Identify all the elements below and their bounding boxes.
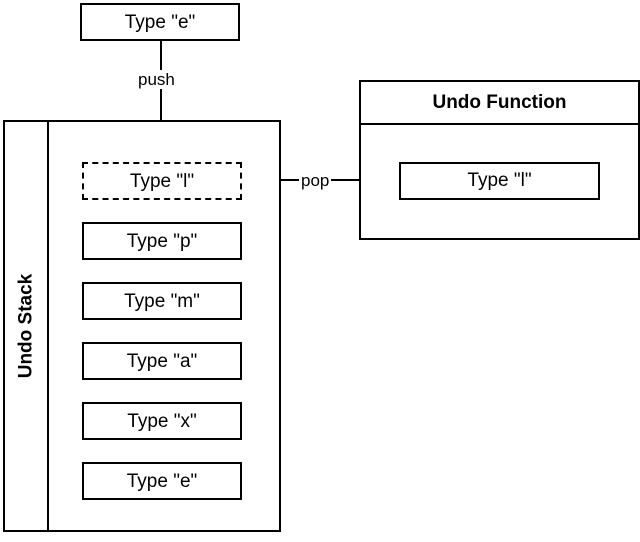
- undo-function-item[interactable]: Type "l": [399, 162, 600, 200]
- push-source-label: Type "e": [124, 11, 196, 33]
- undo-stack-item[interactable]: Type "p": [82, 222, 242, 260]
- undo-function-title: Undo Function: [361, 82, 638, 125]
- stack-item-label: Type "l": [129, 170, 195, 192]
- undo-stack-item[interactable]: Type "m": [82, 282, 242, 320]
- undo-stack-item[interactable]: Type "x": [82, 402, 242, 440]
- undo-stack-item-list: Type "l" Type "p" Type "m" Type "a" Type…: [49, 122, 279, 530]
- undo-function-title-label: Undo Function: [432, 91, 567, 113]
- undo-stack-title: Undo Stack: [15, 273, 36, 379]
- stack-item-label: Type "e": [126, 470, 198, 492]
- stack-item-label: Type "a": [126, 350, 198, 372]
- undo-stack-label-cell: Undo Stack: [5, 122, 49, 530]
- stack-item-label: Type "p": [126, 230, 198, 252]
- undo-stack-item[interactable]: Type "e": [82, 462, 242, 500]
- undo-stack-top-item[interactable]: Type "l": [82, 162, 242, 200]
- undo-function-body: Type "l": [361, 125, 638, 240]
- pop-edge-label: pop: [299, 171, 332, 190]
- stack-item-label: Type "m": [124, 290, 200, 312]
- stack-item-label: Type "x": [127, 410, 197, 432]
- undo-stack-container: Undo Stack Type "l" Type "p" Type "m" Ty…: [3, 120, 281, 532]
- push-edge-label: push: [136, 70, 177, 89]
- push-source-box: Type "e": [80, 3, 240, 41]
- undo-function-item-label: Type "l": [467, 170, 532, 191]
- undo-stack-item[interactable]: Type "a": [82, 342, 242, 380]
- undo-function-panel: Undo Function Type "l": [359, 80, 640, 240]
